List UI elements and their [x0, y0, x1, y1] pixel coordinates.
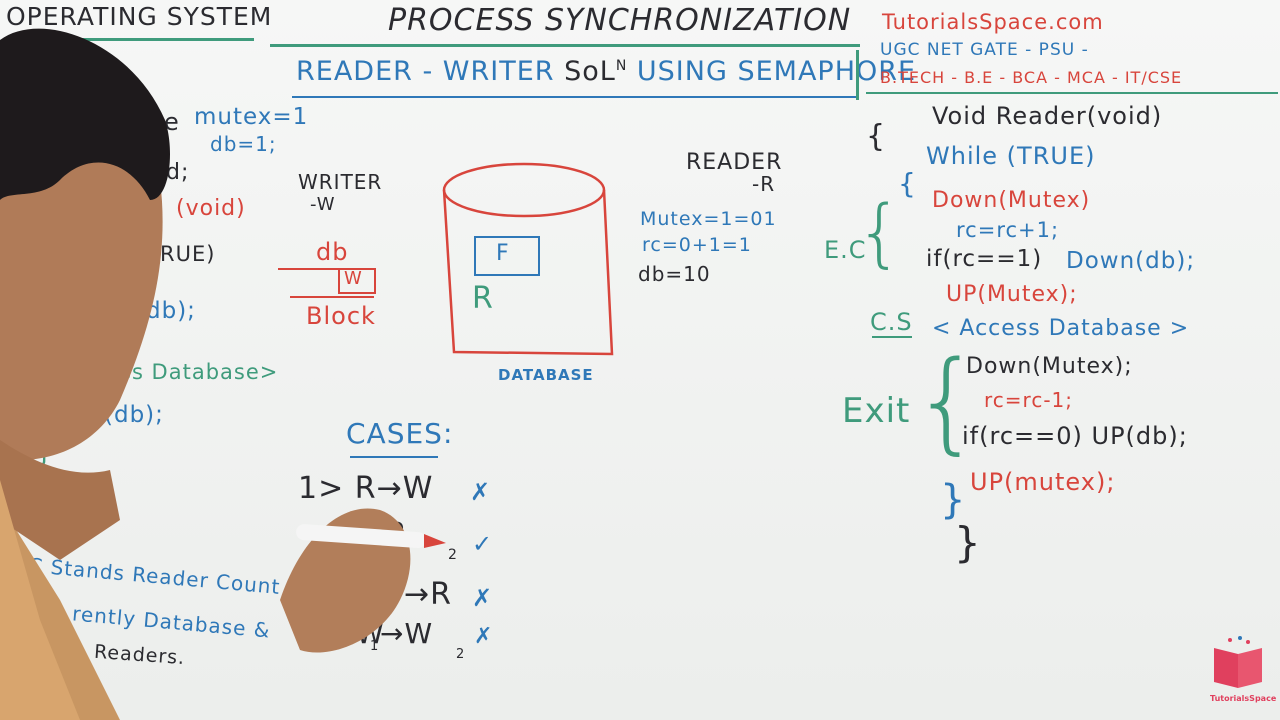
case-4-sub2: 2 [456, 647, 466, 662]
subtitle-post: USING SEMAPHORE [627, 56, 917, 87]
case-2: R→R [338, 517, 408, 552]
rc-if-rc0: if(rc==0) UP(db); [962, 422, 1188, 450]
left-code-l2: db=1; [210, 132, 277, 156]
left-code-l9: } [36, 438, 54, 468]
case-1-mark: ✗ [470, 478, 492, 506]
database-file-box [474, 236, 540, 276]
left-code-l4: (void) [176, 196, 246, 221]
brand-site: TutorialsSpace.com [882, 10, 1104, 34]
rc-while: While (TRUE) [926, 142, 1096, 170]
left-code-l1a: ore [138, 108, 180, 136]
writer-label: WRITER [298, 170, 383, 194]
rc-ec: E.C [824, 236, 867, 264]
rc-ec-brace: { [856, 190, 905, 276]
rc-brace2: { [898, 167, 917, 200]
rc-up-mutex: UP(Mutex); [946, 282, 1078, 307]
left-note-2: rently Database & [71, 601, 272, 643]
main-title: PROCESS SYNCHRONIZATION [388, 3, 852, 38]
case-3: →R [404, 577, 452, 612]
os-title: OPERATING SYSTEM [6, 2, 273, 31]
rc-exit: Exit [842, 391, 911, 431]
writer-block: Block [306, 302, 376, 330]
writer-w: W [344, 268, 363, 289]
subtitle-underline [292, 96, 857, 98]
left-code-l5: RUE) [160, 242, 216, 266]
case-1: 1> R→W [298, 471, 434, 506]
subtitle-box-right [856, 50, 859, 100]
case-3-mark: ✗ [472, 584, 494, 612]
case-4-arrow: →W [380, 617, 434, 650]
rc-down-mutex2: Down(Mutex); [966, 354, 1133, 379]
rc-if-rc1-a: if(rc==1) [926, 246, 1043, 272]
reader-label: READER [686, 150, 783, 175]
rc-rc-inc: rc=rc+1; [956, 218, 1060, 242]
subtitle-pre: READER - WRITER [296, 56, 565, 87]
rc-func: Void Reader(void) [932, 102, 1163, 130]
header-rule-top [270, 44, 860, 47]
rc-cs-underline [872, 336, 912, 338]
rc-cs: C.S [870, 308, 913, 336]
rc-brace1: { [866, 119, 887, 154]
subtitle: READER - WRITER SoLN USING SEMAPHORE [296, 58, 916, 85]
header-rule-left [4, 38, 254, 41]
logo-text: TutorialsSpace [1210, 694, 1277, 703]
book-icon [1214, 636, 1262, 688]
database-caption: DATABASE [498, 366, 594, 384]
rc-brace3: } [940, 477, 967, 523]
case-4-sub1: 1 [370, 639, 380, 654]
reader-mutex: Mutex=1=01 [640, 208, 777, 230]
rc-brace4: } [954, 518, 982, 567]
brand-line3: B.TECH - B.E - BCA - MCA - IT/CSE [880, 68, 1183, 87]
cases-title: CASES: [346, 417, 454, 450]
database-cylinder-icon [442, 162, 614, 356]
case-2-sub: 2 [448, 547, 458, 563]
reader-sub: -R [752, 172, 776, 196]
left-code-l3: d; [166, 160, 190, 185]
rc-down-mutex: Down(Mutex) [932, 188, 1091, 213]
reader-rc: rc=0+1=1 [642, 234, 752, 256]
left-code-l1b: mutex=1 [194, 104, 309, 130]
rc-if-rc1-b: Down(db); [1066, 248, 1196, 274]
rc-up-mutex2: UP(mutex); [970, 468, 1116, 496]
rc-exit-brace: { [912, 337, 983, 465]
tutorialsspace-logo: TutorialsSpace [1210, 634, 1277, 712]
subtitle-sol: SoL [564, 56, 616, 87]
brand-line2: UGC NET GATE - PSU - [880, 40, 1089, 60]
writer-db-line [278, 268, 374, 270]
left-code-l8: (db); [104, 402, 164, 428]
writer-sub: -W [310, 194, 336, 215]
case-4-mark: ✗ [474, 624, 494, 649]
writer-db: db [316, 238, 349, 266]
writer-w-box [338, 268, 376, 294]
header-rule-right [866, 92, 1278, 94]
rc-access: < Access Database > [932, 316, 1190, 341]
rc-rc-dec: rc=rc-1; [984, 388, 1073, 412]
cases-underline [350, 456, 438, 458]
left-code-l7: ss Database> [120, 360, 279, 384]
left-code-l10: } [20, 481, 41, 516]
database-r: R [472, 281, 494, 316]
left-code-l6: db); [146, 298, 196, 324]
database-f: F [496, 241, 510, 266]
reader-db: db=10 [638, 262, 711, 286]
left-note-3: Readers. [93, 640, 186, 670]
writer-block-line [290, 296, 374, 298]
case-2-mark: ✓ [472, 530, 494, 558]
left-note-1: C Stands Reader Count [27, 553, 282, 599]
subtitle-sup: N [615, 58, 628, 74]
